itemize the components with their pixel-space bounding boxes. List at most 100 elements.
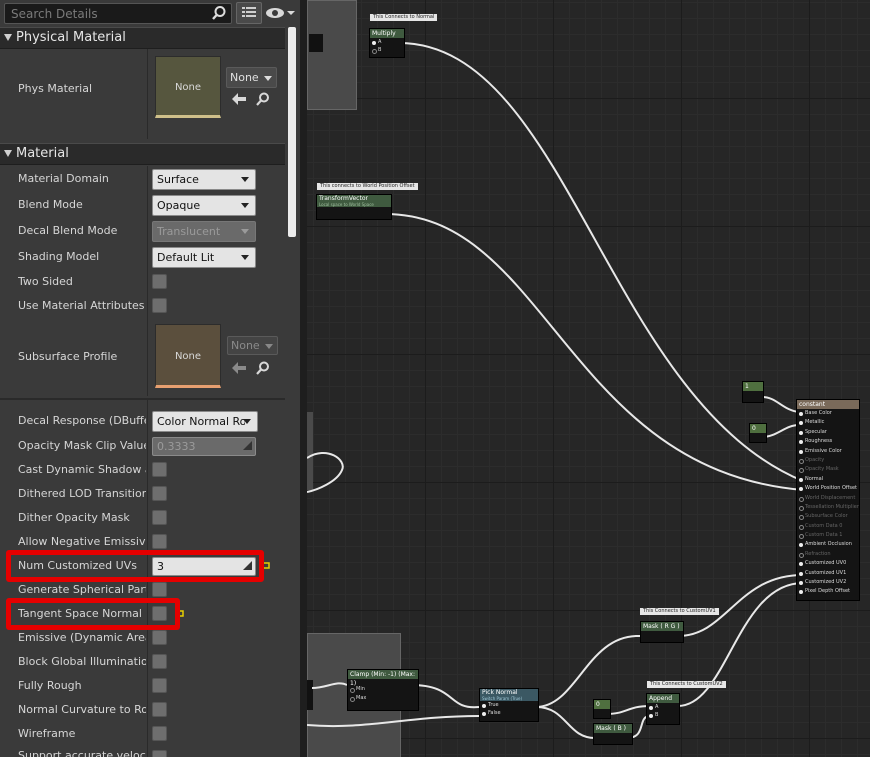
emissive-dynamic-area-checkbox[interactable] bbox=[152, 630, 167, 645]
scrollbar-thumb[interactable] bbox=[288, 27, 296, 237]
mask-b-node[interactable]: Mask ( B ) bbox=[593, 723, 633, 745]
comment-bubble[interactable]: This connects to World Position Offset bbox=[317, 183, 418, 190]
combo-value: None bbox=[231, 339, 260, 352]
result-pin[interactable]: Custom Data 1 bbox=[797, 531, 859, 540]
comment-bubble[interactable]: This Connects to CustomUV2 bbox=[647, 681, 726, 688]
result-pin[interactable]: Refraction bbox=[797, 550, 859, 559]
pin-label: Base Color bbox=[805, 410, 832, 416]
opacity-mask-clip-field[interactable]: 0.3333 bbox=[152, 437, 256, 456]
decal-blend-mode-combo[interactable]: Translucent bbox=[152, 221, 256, 242]
category-material[interactable]: Material bbox=[0, 143, 285, 165]
result-pin[interactable]: Opacity Mask bbox=[797, 465, 859, 474]
mask-rg-node[interactable]: Mask ( R G ) bbox=[640, 621, 684, 643]
material-domain-combo[interactable]: Surface bbox=[152, 169, 256, 190]
clamp-node[interactable]: Clamp (Min: -1) (Max: 1) Min Max bbox=[347, 669, 419, 711]
generate-spherical-checkbox[interactable] bbox=[152, 582, 167, 597]
pin-icon bbox=[372, 49, 377, 54]
property-row: Num Customized UVs 3 bbox=[0, 554, 285, 576]
drag-grip-icon[interactable] bbox=[243, 561, 252, 570]
collapse-arrow-icon[interactable] bbox=[4, 34, 12, 41]
result-pin[interactable]: Tessellation Multiplier bbox=[797, 503, 859, 512]
result-pin[interactable]: Opacity bbox=[797, 456, 859, 465]
result-pin[interactable]: Pixel Depth Offset bbox=[797, 587, 859, 596]
pin-min[interactable]: Min bbox=[348, 685, 418, 694]
result-pin[interactable]: Base Color bbox=[797, 409, 859, 418]
panel-splitter[interactable] bbox=[300, 0, 307, 757]
dithered-lod-checkbox[interactable] bbox=[152, 486, 167, 501]
browse-magnifier-icon[interactable] bbox=[256, 361, 270, 375]
result-pin[interactable]: Customized UV2 bbox=[797, 578, 859, 587]
block-global-illumination-checkbox[interactable] bbox=[152, 654, 167, 669]
num-customized-uvs-field[interactable]: 3 bbox=[152, 557, 256, 576]
pin-label: Metallic bbox=[805, 419, 825, 426]
search-icon[interactable] bbox=[211, 5, 227, 21]
two-sided-checkbox[interactable] bbox=[152, 274, 167, 289]
cast-dynamic-shadow-checkbox[interactable] bbox=[152, 462, 167, 477]
subsurface-profile-combo[interactable]: None bbox=[227, 336, 278, 355]
pick-normal-node[interactable]: Pick Normal Switch Param (True) True Fal… bbox=[479, 688, 539, 722]
list-view-button[interactable] bbox=[236, 2, 262, 24]
property-row: Shading Model Default Lit bbox=[0, 244, 285, 268]
pin-label: Refraction bbox=[805, 550, 831, 557]
result-pin[interactable]: World Position Offset bbox=[797, 484, 859, 493]
use-selected-arrow-icon[interactable] bbox=[232, 362, 246, 374]
result-pin[interactable]: Emissive Color bbox=[797, 447, 859, 456]
pin-b[interactable]: B bbox=[370, 46, 404, 54]
result-pin[interactable]: Normal bbox=[797, 475, 859, 484]
use-selected-arrow-icon[interactable] bbox=[232, 93, 246, 105]
append-node[interactable]: Append A B bbox=[646, 693, 680, 725]
result-pin[interactable]: Specular bbox=[797, 428, 859, 437]
pin-b[interactable]: B bbox=[647, 711, 679, 719]
constant-node[interactable]: 1 bbox=[742, 381, 764, 403]
result-pin[interactable]: Customized UV0 bbox=[797, 559, 859, 568]
tangent-space-normal-checkbox[interactable] bbox=[152, 606, 167, 621]
wireframe-checkbox[interactable] bbox=[152, 726, 167, 741]
allow-negative-emissive-checkbox[interactable] bbox=[152, 534, 167, 549]
subsurface-profile-thumbnail[interactable]: None bbox=[155, 324, 221, 388]
blend-mode-combo[interactable]: Opaque bbox=[152, 195, 256, 216]
pin-a[interactable]: A bbox=[647, 703, 679, 711]
category-physical-material[interactable]: Physical Material bbox=[0, 27, 285, 49]
constant-node[interactable]: 0 bbox=[593, 699, 611, 719]
comment-bubble[interactable]: This Connects to Normal bbox=[370, 14, 438, 21]
property-row: Generate Spherical Partic bbox=[0, 578, 285, 600]
chevron-down-icon bbox=[241, 255, 249, 260]
details-panel: Search Details Physical Material Phys Ma… bbox=[0, 0, 300, 757]
result-pin[interactable]: Customized UV1 bbox=[797, 569, 859, 578]
constant-node[interactable]: 0 bbox=[749, 423, 767, 443]
result-pin[interactable]: Metallic bbox=[797, 418, 859, 427]
pin-max[interactable]: Max bbox=[348, 694, 418, 703]
support-accurate-velocities-checkbox[interactable] bbox=[152, 750, 167, 757]
result-pin[interactable]: Subsurface Color bbox=[797, 512, 859, 521]
decal-response-combo[interactable]: Color Normal Rou bbox=[152, 411, 258, 432]
result-pin[interactable]: World Displacement bbox=[797, 494, 859, 503]
multiply-node[interactable]: Multiply A B bbox=[369, 28, 405, 58]
result-pin[interactable]: Ambient Occlusion bbox=[797, 540, 859, 549]
shading-model-combo[interactable]: Default Lit bbox=[152, 247, 256, 268]
pin-false[interactable]: False bbox=[480, 709, 538, 717]
comment-bubble[interactable]: This Connects to CustomUV1 bbox=[640, 608, 719, 615]
drag-grip-icon[interactable] bbox=[243, 441, 252, 450]
material-graph-canvas[interactable]: This Connects to Normal This connects to… bbox=[307, 0, 870, 757]
result-pin[interactable]: Roughness bbox=[797, 437, 859, 446]
search-input[interactable]: Search Details bbox=[4, 3, 232, 24]
pin-true[interactable]: True bbox=[480, 701, 538, 709]
pin-a[interactable]: A bbox=[370, 38, 404, 46]
dither-opacity-mask-checkbox[interactable] bbox=[152, 510, 167, 525]
result-pin[interactable]: Custom Data 0 bbox=[797, 522, 859, 531]
combo-value: Default Lit bbox=[157, 251, 215, 264]
phys-material-thumbnail[interactable]: None bbox=[155, 56, 221, 118]
use-material-attributes-checkbox[interactable] bbox=[152, 298, 167, 313]
transform-vector-node[interactable]: TransformVector Local space to World Spa… bbox=[316, 194, 392, 220]
column-divider bbox=[147, 166, 148, 396]
visibility-filter-button[interactable] bbox=[265, 4, 297, 22]
node-title: Clamp (Min: -1) (Max: 1) bbox=[348, 670, 418, 687]
browse-magnifier-icon[interactable] bbox=[256, 92, 270, 106]
property-row: Decal Response (DBuffer) Color Normal Ro… bbox=[0, 408, 285, 432]
phys-material-combo[interactable]: None bbox=[226, 67, 277, 88]
normal-curvature-checkbox[interactable] bbox=[152, 702, 167, 717]
collapse-arrow-icon[interactable] bbox=[4, 150, 12, 157]
node-title: TransformVector bbox=[317, 195, 391, 202]
fully-rough-checkbox[interactable] bbox=[152, 678, 167, 693]
